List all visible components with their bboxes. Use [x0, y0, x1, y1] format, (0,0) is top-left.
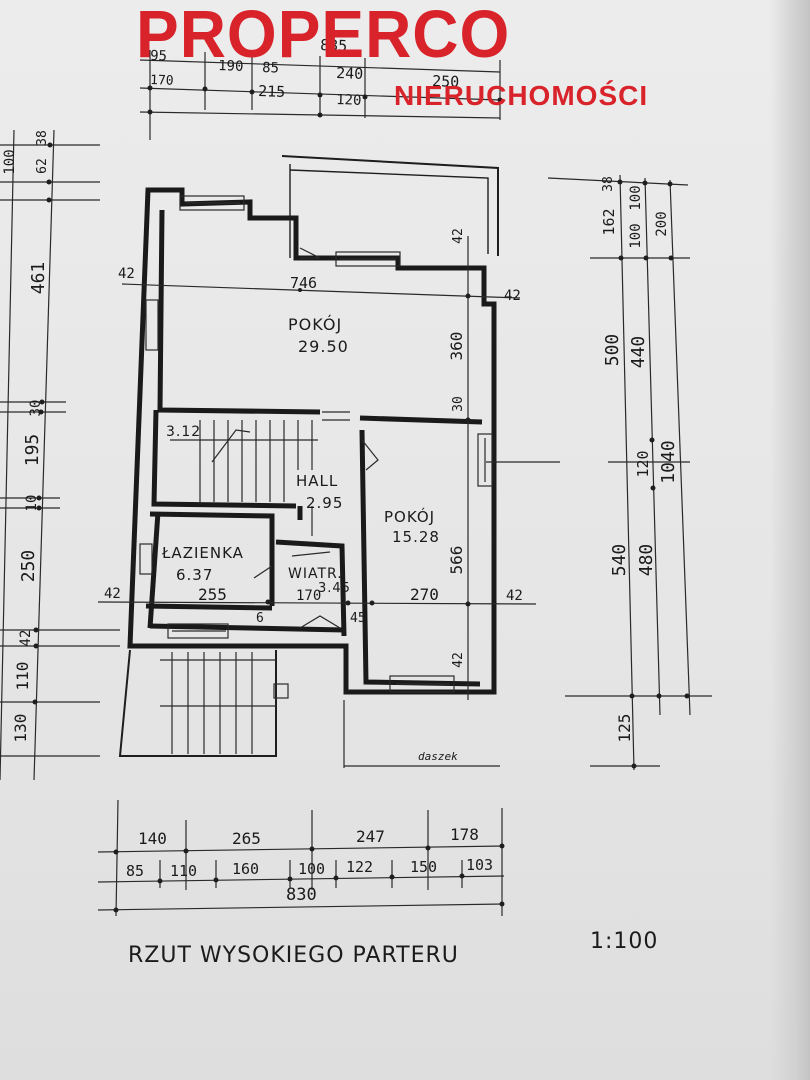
bottom-dimension-lines	[97, 799, 505, 917]
dim-left-62: 62	[35, 158, 50, 174]
dim-bottom-178: 178	[450, 825, 479, 844]
brand-logo: PROPERCO	[136, 0, 511, 72]
room-pokoj-small-area: 15.28	[392, 528, 440, 546]
dim-42-bottom: 42	[451, 652, 466, 668]
room-hall-area: 2.95	[306, 494, 343, 512]
left-dimension-texts: 100 62 38 461 30 195 10 250 42 110 130	[2, 130, 50, 742]
dim-42-left: 42	[118, 266, 135, 282]
dim-top-85: 85	[262, 60, 279, 77]
right-dimension-lines	[547, 174, 712, 771]
dim-746: 746	[290, 274, 317, 292]
bottom-dimension-texts: 140 265 247 178 85 110 160 100 122 150 1…	[126, 825, 493, 905]
dim-left-38: 38	[35, 130, 50, 146]
interior-dimension-texts: 746 360 30 42 42 42 566 42 42 42 255 170…	[104, 228, 523, 763]
dim-bottom-160: 160	[232, 860, 259, 878]
dim-bottom-140: 140	[138, 829, 167, 848]
dim-42-top: 42	[451, 228, 466, 244]
dim-left-30: 30	[28, 400, 44, 417]
room-hall-name: HALL	[296, 472, 338, 490]
dim-top-835: 835	[320, 36, 348, 55]
brand-tagline: NIERUCHOMOŚCI	[394, 80, 649, 111]
interior-stairs	[160, 420, 318, 754]
dim-left-42: 42	[18, 630, 34, 647]
room-wiatr-area: 3.45	[318, 581, 351, 596]
dim-left-100: 100	[2, 149, 18, 174]
dim-left-250: 250	[18, 550, 39, 583]
dim-top-190: 190	[218, 58, 244, 75]
stairs-area: 3.12	[166, 424, 201, 440]
dim-left-461: 461	[28, 262, 49, 295]
dim-170: 170	[296, 588, 321, 604]
dim-right-120: 120	[634, 450, 652, 477]
dim-right-100b: 100	[628, 223, 644, 248]
dim-360: 360	[447, 332, 466, 361]
dim-bottom-830: 830	[286, 885, 317, 905]
dim-255: 255	[198, 585, 227, 604]
dim-left-195: 195	[22, 434, 43, 467]
doors	[253, 247, 379, 629]
dim-right-1040: 1040	[658, 440, 679, 483]
dim-bottom-100: 100	[298, 860, 325, 878]
drawing-footer: RZUT WYSOKIEGO PARTERU 1:100	[128, 929, 658, 968]
right-dimension-texts: 38 162 500 540 125 100 100 440 120 480 2…	[600, 176, 679, 742]
dim-right-540: 540	[609, 544, 630, 577]
room-wiatr-name: WIATR.	[288, 566, 343, 582]
room-labels: POKÓJ 29.50 3.12 HALL 2.95 POKÓJ 15.28 Ł…	[161, 315, 440, 596]
dim-bottom-122: 122	[346, 858, 373, 876]
dim-566: 566	[447, 546, 466, 575]
dim-top-240: 240	[336, 64, 364, 83]
dim-45: 45	[350, 611, 366, 626]
dim-6: 6	[256, 611, 264, 626]
dim-right-480: 480	[636, 544, 657, 577]
room-pokoj-big-area: 29.50	[298, 337, 349, 356]
dim-42-lower-left: 42	[104, 586, 121, 602]
dim-right-100a: 100	[628, 185, 644, 210]
dim-bottom-85: 85	[126, 862, 144, 880]
room-lazienka-name: ŁAZIENKA	[161, 544, 244, 562]
dim-right-200: 200	[654, 211, 670, 236]
interior-dimension-lines	[97, 236, 560, 768]
building-walls	[118, 155, 499, 757]
dim-right-125: 125	[615, 714, 634, 743]
dim-right-440: 440	[628, 336, 649, 369]
dim-top-170: 170	[150, 73, 174, 89]
left-dimension-lines	[0, 129, 120, 781]
drawing-scale: 1:100	[590, 929, 658, 954]
daszek-label: daszek	[418, 750, 458, 763]
dim-right-162: 162	[600, 208, 618, 235]
dim-top-120: 120	[336, 92, 362, 109]
dim-bottom-110: 110	[170, 862, 197, 880]
dim-bottom-150: 150	[410, 858, 437, 876]
drawing-title: RZUT WYSOKIEGO PARTERU	[128, 943, 459, 968]
dim-top-95: 95	[150, 48, 167, 65]
dim-bottom-103: 103	[466, 856, 493, 874]
room-pokoj-small-name: POKÓJ	[384, 507, 435, 526]
dim-left-10: 10	[24, 495, 40, 512]
dim-30: 30	[451, 396, 466, 412]
dim-top-250: 250	[432, 72, 460, 91]
room-pokoj-big-name: POKÓJ	[288, 315, 342, 334]
dim-270: 270	[410, 585, 439, 604]
dim-bottom-265: 265	[232, 829, 261, 848]
dim-42-right: 42	[504, 288, 521, 304]
dim-top-215: 215	[258, 82, 286, 101]
windows	[139, 195, 493, 693]
room-lazienka-area: 6.37	[176, 566, 213, 584]
top-dimension-texts: 95 190 85 240 250 835 170 215 120	[150, 36, 460, 109]
dim-bottom-247: 247	[356, 827, 385, 846]
dim-left-110: 110	[13, 662, 32, 691]
page-edge-shadow	[770, 0, 810, 1080]
top-dimension-lines	[139, 50, 503, 140]
dim-right-500: 500	[602, 334, 623, 367]
dim-left-130: 130	[11, 714, 30, 743]
dim-right-38: 38	[601, 176, 616, 192]
dim-42-lower-right: 42	[506, 588, 523, 604]
